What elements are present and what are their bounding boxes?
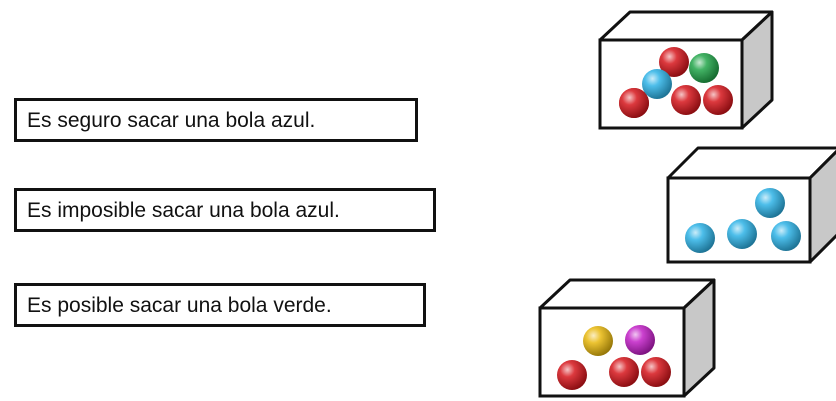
statement-text-1: Es seguro sacar una bola azul. [27, 108, 316, 132]
red-ball [641, 357, 671, 387]
statement-text-2: Es imposible sacar una bola azul. [27, 198, 340, 222]
red-ball [557, 360, 587, 390]
blue-ball [685, 223, 715, 253]
red-ball [703, 85, 733, 115]
blue-ball [771, 221, 801, 251]
box-top-face [666, 146, 836, 180]
box-blue [666, 146, 836, 264]
red-ball [671, 85, 701, 115]
box-mixed [598, 10, 774, 130]
red-ball [659, 47, 689, 77]
statement-card-2: Es imposible sacar una bola azul. [14, 188, 436, 232]
statement-text-3: Es posible sacar una bola verde. [27, 293, 332, 317]
blue-ball [727, 219, 757, 249]
red-ball [619, 88, 649, 118]
statement-card-3: Es posible sacar una bola verde. [14, 283, 426, 327]
yellow-ball [583, 326, 613, 356]
statement-card-1: Es seguro sacar una bola azul. [14, 98, 418, 142]
blue-ball [642, 69, 672, 99]
magenta-ball [625, 325, 655, 355]
box-mixed-2 [538, 278, 716, 398]
blue-ball [755, 188, 785, 218]
red-ball [609, 357, 639, 387]
green-ball [689, 53, 719, 83]
